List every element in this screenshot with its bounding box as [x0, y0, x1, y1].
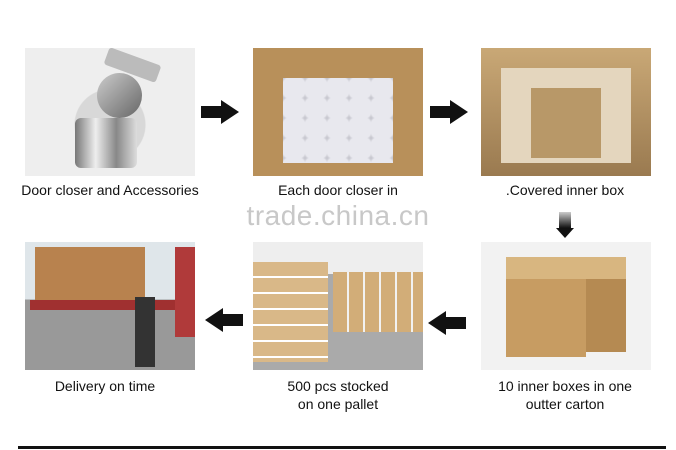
- caption-outer-carton: 10 inner boxes in one outter carton: [450, 377, 676, 413]
- caption-delivery: Delivery on time: [54, 378, 156, 394]
- caption-pallet-line2: on one pallet: [297, 396, 379, 412]
- photo-outer-carton: [481, 242, 651, 370]
- caption-pallet: 500 pcs stocked on one pallet: [223, 377, 453, 413]
- caption-covered-inner-box: .Covered inner box: [505, 182, 625, 198]
- photo-pallet: [253, 242, 423, 370]
- photo-truck-loading: [25, 242, 195, 370]
- bottom-divider: [18, 446, 666, 449]
- caption-outer-carton-line1: 10 inner boxes in one: [498, 378, 632, 394]
- photo-door-closer: [25, 48, 195, 176]
- photo-covered-inner-box: [481, 48, 651, 176]
- caption-door-closer: Door closer and Accessories: [21, 182, 199, 198]
- caption-outer-carton-line2: outter carton: [525, 396, 605, 412]
- caption-each-closer: Each door closer in: [278, 182, 398, 198]
- watermark: trade.china.cn: [246, 200, 430, 231]
- photo-bagged-closers: [253, 48, 423, 176]
- caption-pallet-line1: 500 pcs stocked: [287, 378, 389, 394]
